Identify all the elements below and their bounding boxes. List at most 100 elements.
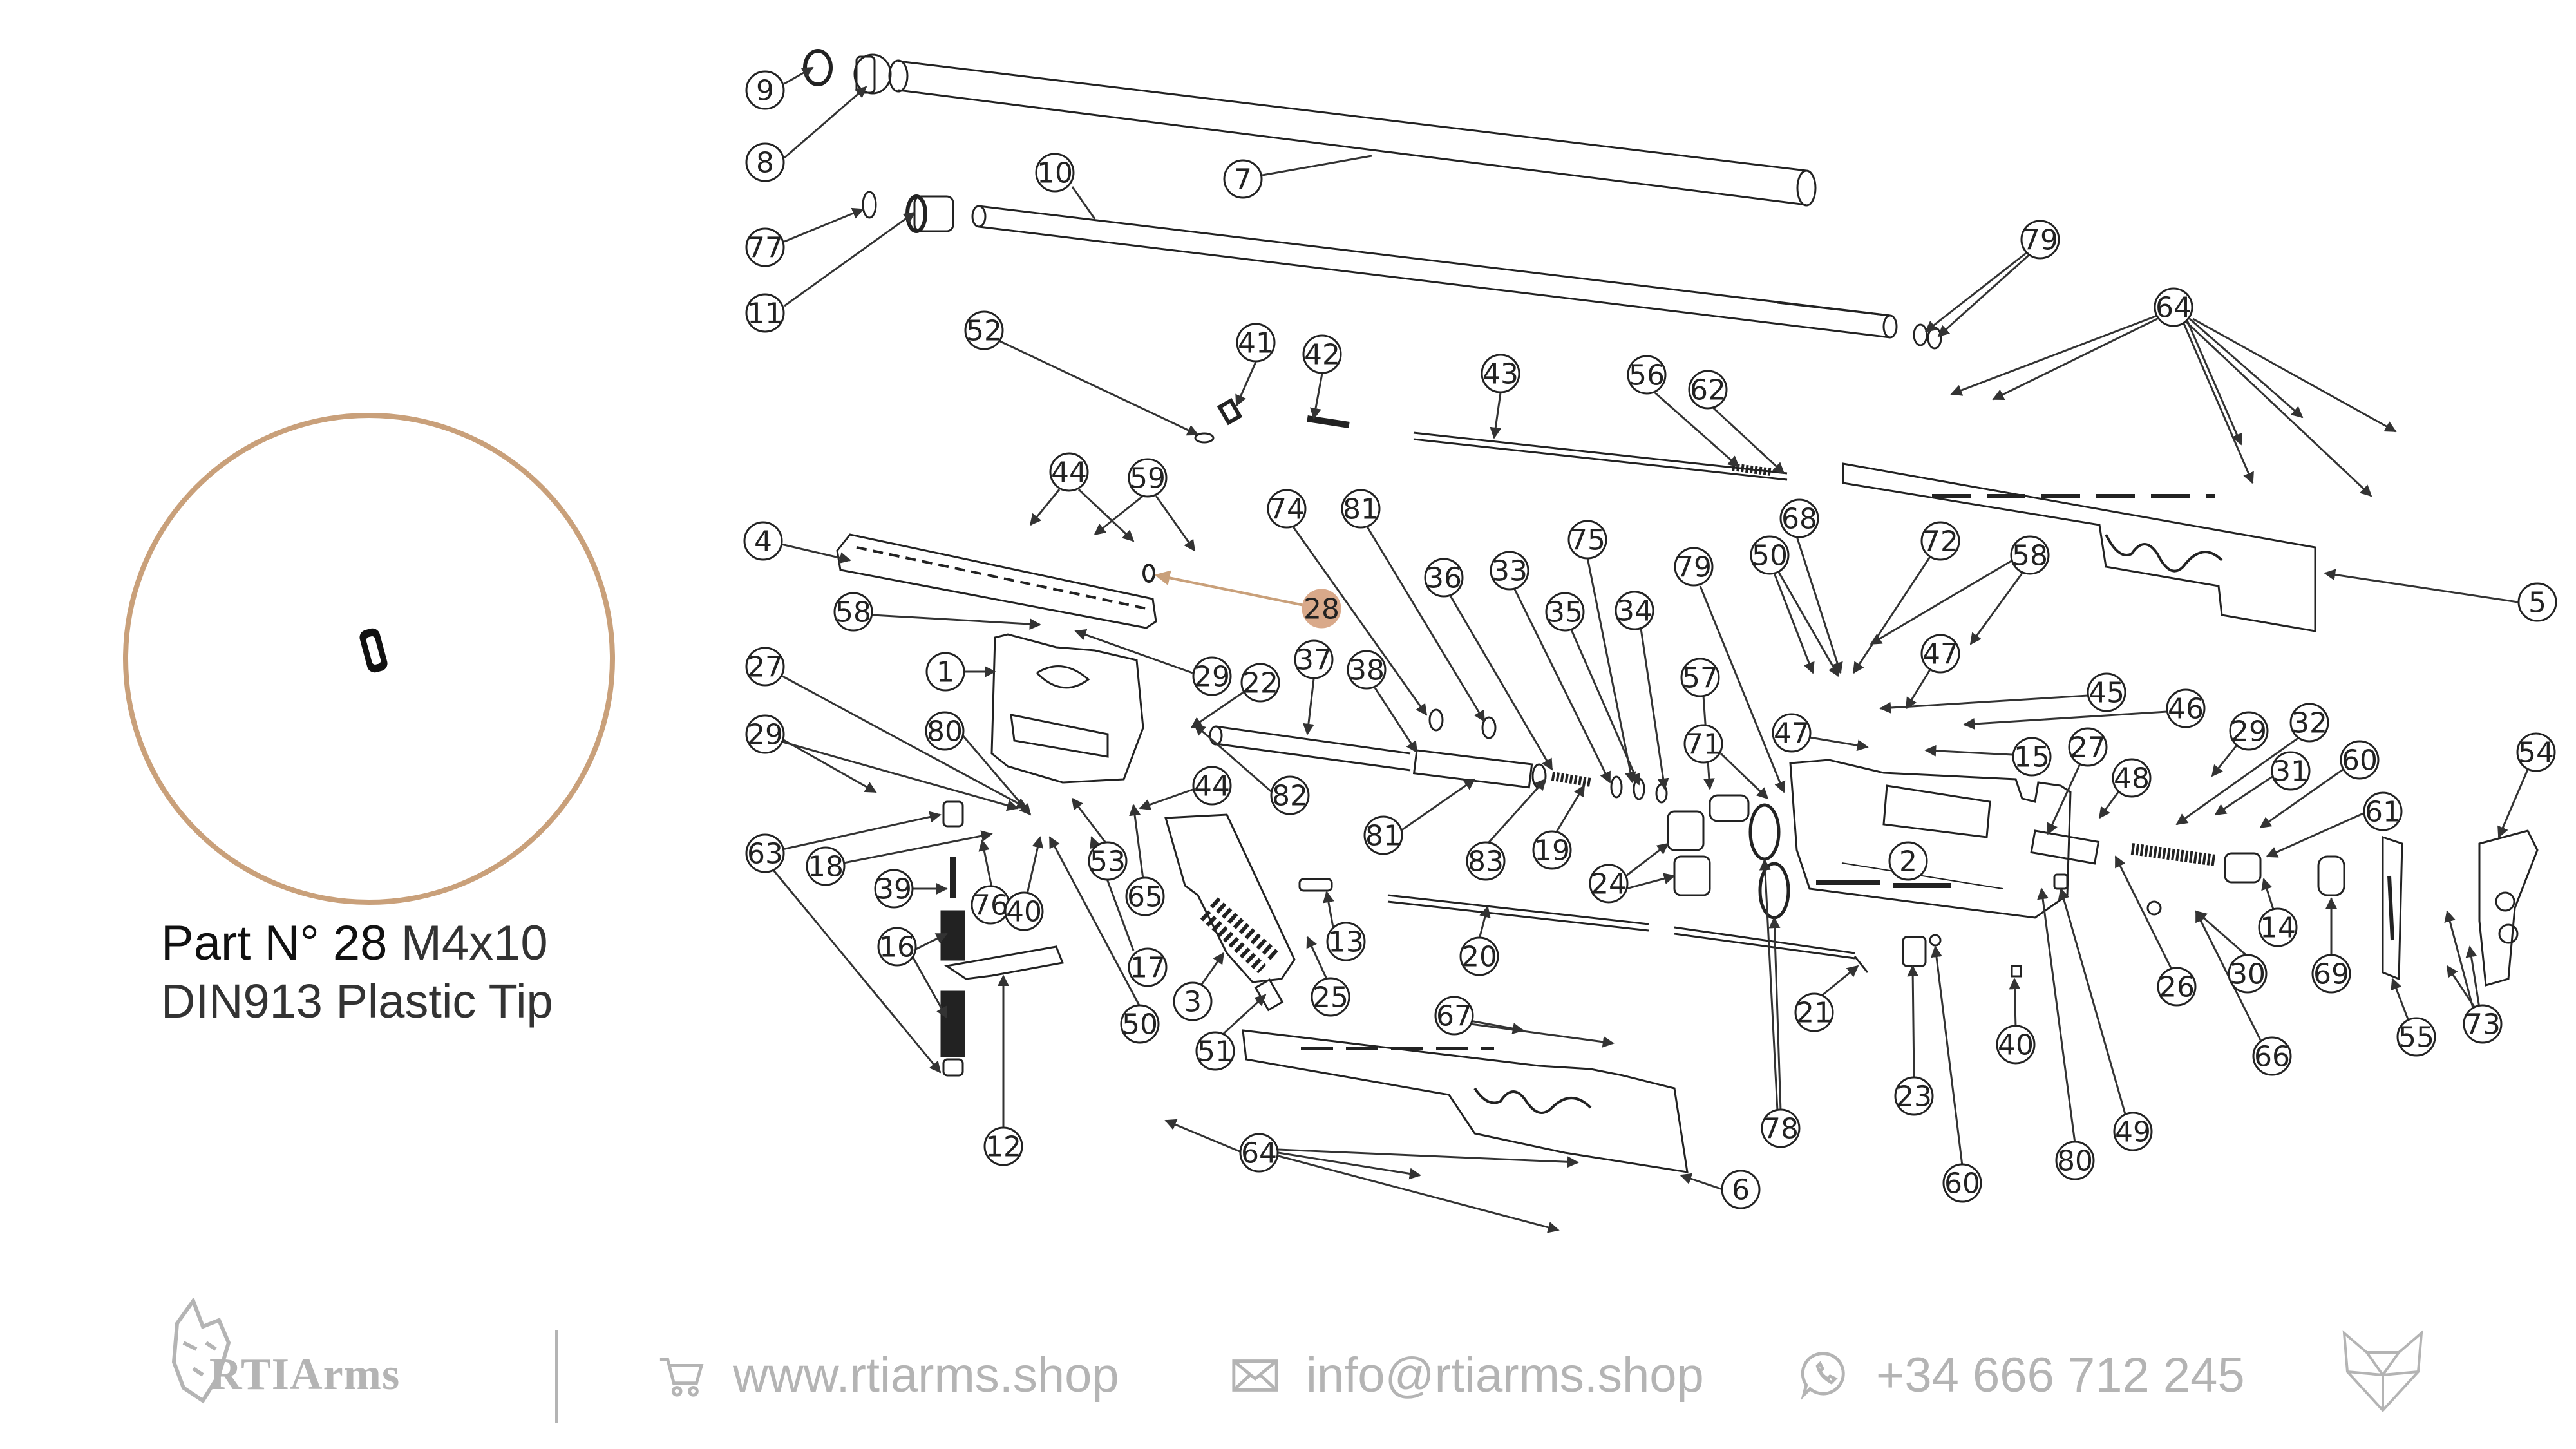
callout-27[interactable]: 27 xyxy=(2068,727,2108,767)
callout-68[interactable]: 68 xyxy=(1779,498,1819,538)
callout-46[interactable]: 46 xyxy=(2166,688,2206,728)
callout-10[interactable]: 10 xyxy=(1035,153,1075,193)
callout-80[interactable]: 80 xyxy=(925,711,965,751)
callout-41[interactable]: 41 xyxy=(1236,323,1276,363)
callout-63[interactable]: 63 xyxy=(745,833,785,873)
callout-27[interactable]: 27 xyxy=(745,647,785,687)
callout-50[interactable]: 50 xyxy=(1120,1004,1160,1044)
callout-26[interactable]: 26 xyxy=(2157,967,2197,1007)
callout-11[interactable]: 11 xyxy=(745,293,785,333)
callout-62[interactable]: 62 xyxy=(1688,370,1728,410)
callout-35[interactable]: 35 xyxy=(1545,592,1585,632)
callout-29[interactable]: 29 xyxy=(745,714,785,754)
callout-47[interactable]: 47 xyxy=(1772,713,1812,753)
callout-64[interactable]: 64 xyxy=(2154,287,2193,327)
callout-1[interactable]: 1 xyxy=(925,652,965,692)
callout-51[interactable]: 51 xyxy=(1195,1031,1235,1071)
callout-9[interactable]: 9 xyxy=(745,70,785,110)
callout-19[interactable]: 19 xyxy=(1532,830,1572,870)
callout-60[interactable]: 60 xyxy=(2340,740,2380,780)
callout-52[interactable]: 52 xyxy=(964,310,1004,350)
callout-label: 27 xyxy=(2070,732,2106,764)
callout-60[interactable]: 60 xyxy=(1942,1163,1982,1203)
phone-link[interactable]: +34 666 712 245 xyxy=(1800,1346,2245,1404)
callout-57[interactable]: 57 xyxy=(1680,658,1720,697)
callout-20[interactable]: 20 xyxy=(1459,936,1499,976)
callout-44[interactable]: 44 xyxy=(1192,766,1232,806)
callout-28-highlighted[interactable]: 28 xyxy=(1302,589,1341,629)
callout-31[interactable]: 31 xyxy=(2271,751,2311,791)
callout-58[interactable]: 58 xyxy=(833,592,873,632)
callout-42[interactable]: 42 xyxy=(1302,334,1342,374)
callout-label: 30 xyxy=(2230,958,2266,991)
callout-49[interactable]: 49 xyxy=(2113,1112,2153,1151)
callout-17[interactable]: 17 xyxy=(1128,947,1168,987)
callout-2[interactable]: 2 xyxy=(1888,841,1928,881)
callout-77[interactable]: 77 xyxy=(745,227,785,267)
callout-78[interactable]: 78 xyxy=(1761,1108,1801,1148)
callout-15[interactable]: 15 xyxy=(2012,737,2052,777)
callout-21[interactable]: 21 xyxy=(1794,992,1834,1032)
callout-12[interactable]: 12 xyxy=(983,1126,1023,1166)
callout-38[interactable]: 38 xyxy=(1347,650,1387,690)
callout-75[interactable]: 75 xyxy=(1567,520,1607,560)
callout-45[interactable]: 45 xyxy=(2087,672,2126,712)
callout-71[interactable]: 71 xyxy=(1683,724,1723,764)
callout-53[interactable]: 53 xyxy=(1088,841,1128,881)
callout-32[interactable]: 32 xyxy=(2289,703,2329,743)
callout-50[interactable]: 50 xyxy=(1750,535,1790,575)
callout-83[interactable]: 83 xyxy=(1466,841,1506,881)
callout-24[interactable]: 24 xyxy=(1589,864,1629,904)
callout-76[interactable]: 76 xyxy=(971,885,1010,925)
callout-7[interactable]: 7 xyxy=(1223,159,1263,199)
callout-74[interactable]: 74 xyxy=(1267,489,1307,529)
callout-18[interactable]: 18 xyxy=(806,846,846,886)
callout-61[interactable]: 61 xyxy=(2363,791,2403,831)
callout-79[interactable]: 79 xyxy=(2020,220,2060,260)
callout-3[interactable]: 3 xyxy=(1173,981,1213,1021)
callout-5[interactable]: 5 xyxy=(2517,582,2557,622)
callout-81[interactable]: 81 xyxy=(1363,815,1403,855)
callout-39[interactable]: 39 xyxy=(874,869,914,909)
callout-23[interactable]: 23 xyxy=(1894,1076,1934,1116)
callout-66[interactable]: 66 xyxy=(2252,1036,2292,1076)
callout-82[interactable]: 82 xyxy=(1270,775,1310,815)
callout-65[interactable]: 65 xyxy=(1125,876,1165,916)
callout-40[interactable]: 40 xyxy=(1996,1025,2036,1065)
callout-4[interactable]: 4 xyxy=(743,521,783,561)
callout-55[interactable]: 55 xyxy=(2396,1017,2436,1057)
callout-29[interactable]: 29 xyxy=(1192,656,1232,696)
callout-22[interactable]: 22 xyxy=(1240,663,1280,703)
callout-72[interactable]: 72 xyxy=(1920,521,1960,561)
callout-33[interactable]: 33 xyxy=(1490,551,1530,591)
callout-81[interactable]: 81 xyxy=(1341,489,1381,529)
callout-47[interactable]: 47 xyxy=(1920,634,1960,674)
callout-64[interactable]: 64 xyxy=(1239,1133,1279,1173)
callout-37[interactable]: 37 xyxy=(1294,639,1334,679)
callout-8[interactable]: 8 xyxy=(745,142,785,182)
callout-54[interactable]: 54 xyxy=(2516,732,2556,772)
callout-16[interactable]: 16 xyxy=(877,927,917,967)
callout-34[interactable]: 34 xyxy=(1615,591,1654,630)
callout-29[interactable]: 29 xyxy=(2229,711,2269,751)
callout-48[interactable]: 48 xyxy=(2112,758,2152,798)
callout-58[interactable]: 58 xyxy=(2010,535,2050,575)
website-link[interactable]: www.rtiarms.shop xyxy=(657,1346,1119,1404)
callout-69[interactable]: 69 xyxy=(2311,954,2351,994)
callout-44[interactable]: 44 xyxy=(1049,452,1089,492)
callout-25[interactable]: 25 xyxy=(1311,977,1350,1017)
callout-6[interactable]: 6 xyxy=(1721,1170,1761,1209)
callout-13[interactable]: 13 xyxy=(1326,922,1366,961)
callout-79[interactable]: 79 xyxy=(1674,547,1714,587)
callout-14[interactable]: 14 xyxy=(2258,907,2298,947)
callout-59[interactable]: 59 xyxy=(1128,458,1168,498)
callout-73[interactable]: 73 xyxy=(2463,1004,2503,1044)
callout-56[interactable]: 56 xyxy=(1627,355,1667,395)
callout-43[interactable]: 43 xyxy=(1481,354,1520,393)
callout-67[interactable]: 67 xyxy=(1434,996,1474,1036)
callout-36[interactable]: 36 xyxy=(1424,558,1464,598)
callout-80[interactable]: 80 xyxy=(2055,1141,2095,1180)
callout-30[interactable]: 30 xyxy=(2228,954,2268,994)
callout-40[interactable]: 40 xyxy=(1004,891,1044,931)
email-link[interactable]: info@rtiarms.shop xyxy=(1230,1346,1704,1404)
